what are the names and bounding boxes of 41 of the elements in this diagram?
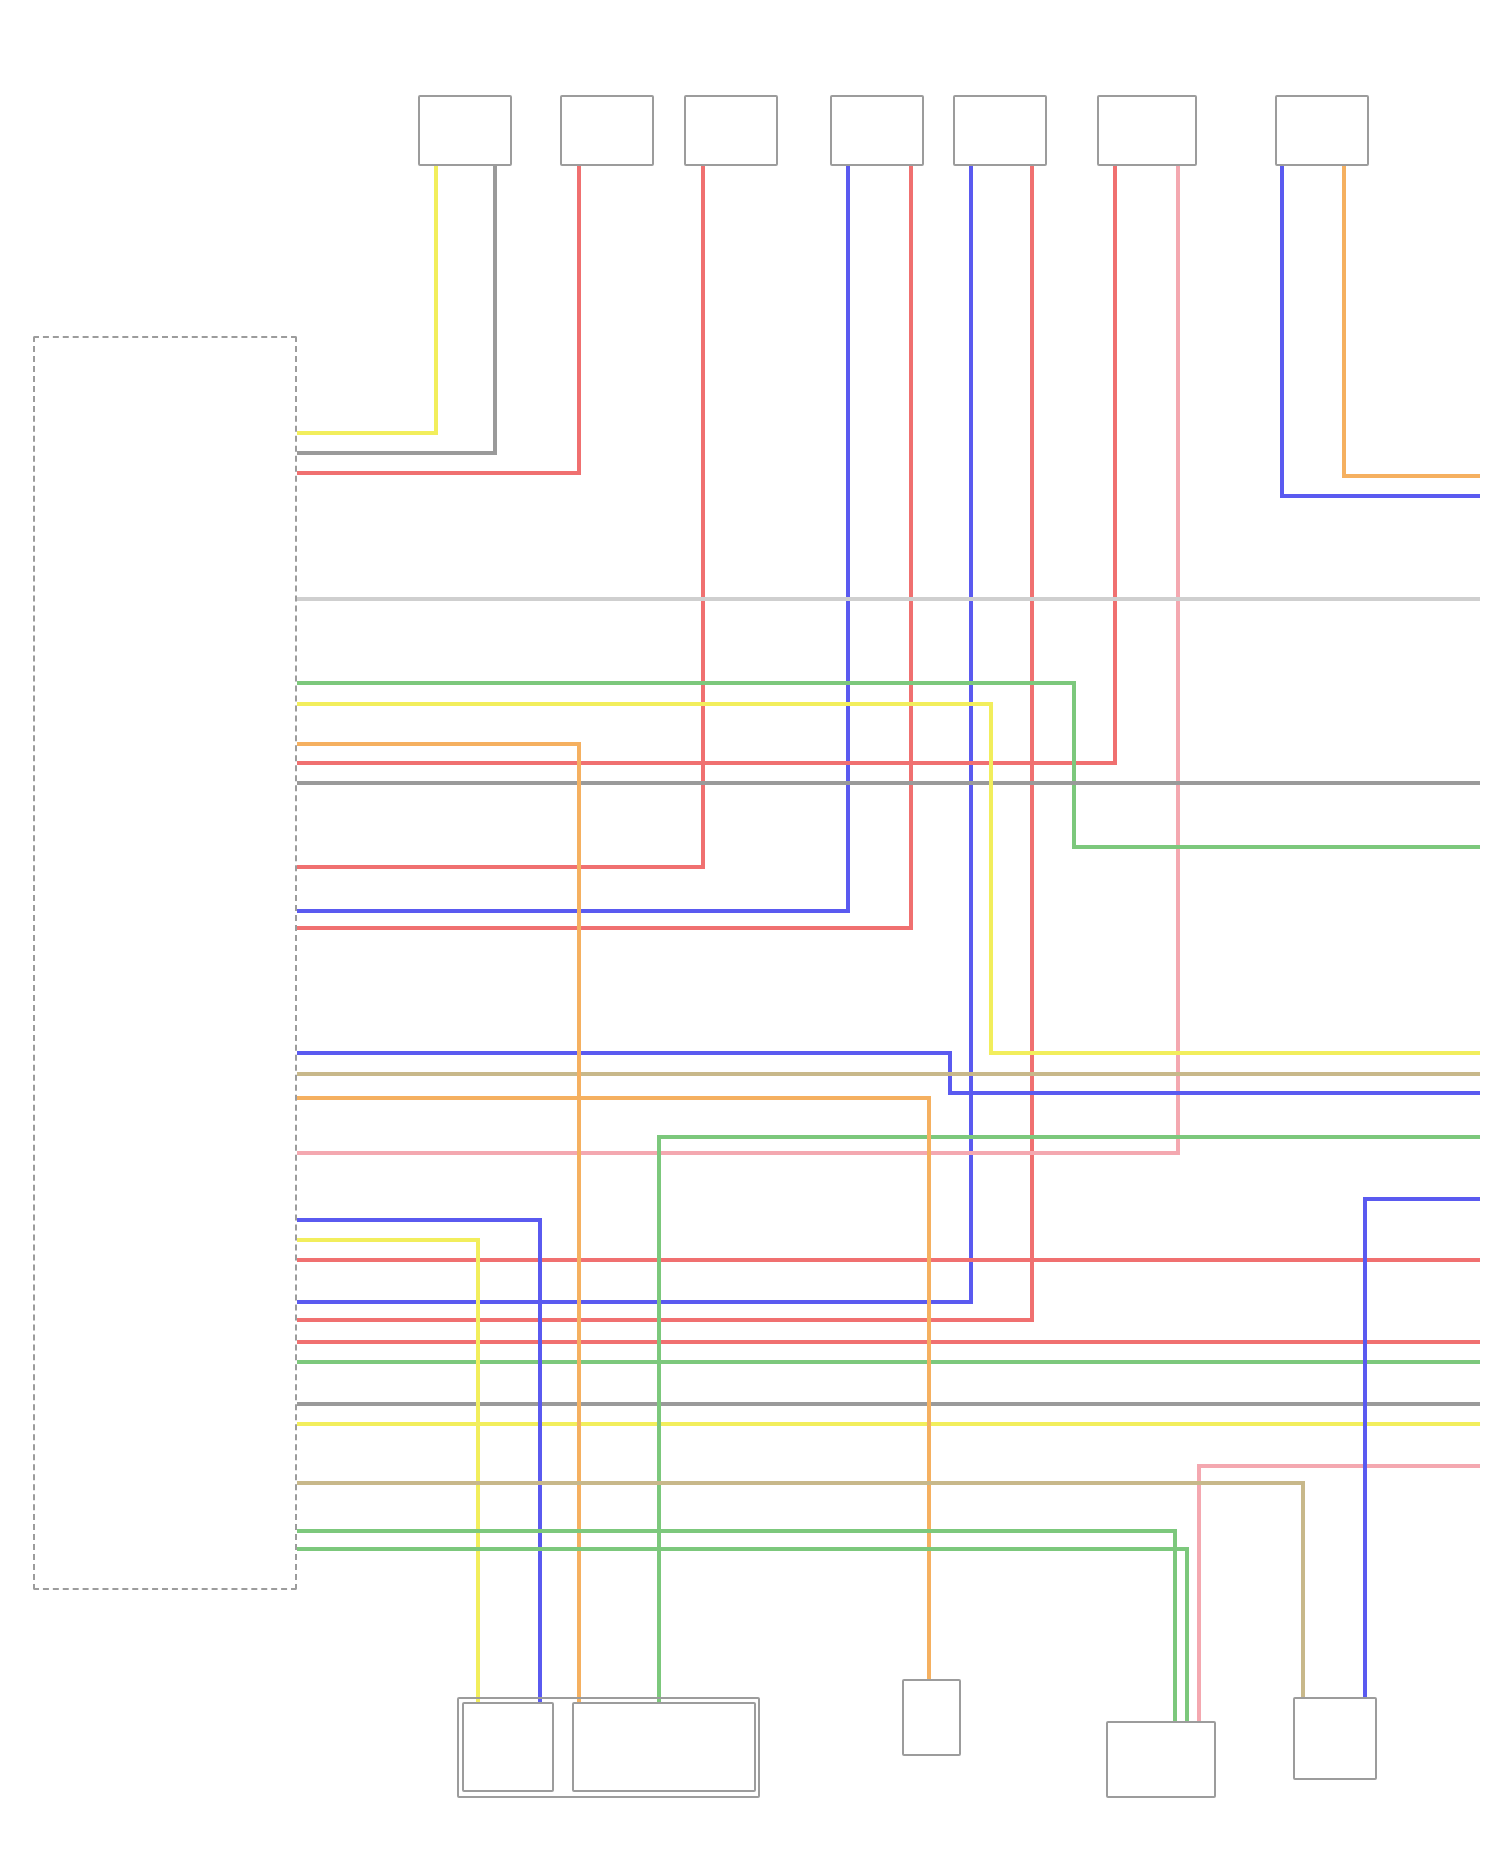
- wire: [297, 742, 581, 1702]
- wire: [1363, 1197, 1480, 1697]
- wire: [297, 1218, 542, 1702]
- sensor-box: [572, 1702, 756, 1792]
- connector-box: [684, 95, 778, 166]
- wire: [297, 781, 1480, 785]
- wire: [657, 1135, 1480, 1702]
- wire: [297, 681, 1480, 849]
- connector-box: [953, 95, 1047, 166]
- connector-box: [418, 95, 512, 166]
- wire: [1342, 166, 1480, 478]
- wire: [297, 166, 581, 475]
- wire: [297, 597, 1480, 601]
- component-housing: [457, 1697, 760, 1798]
- wire: [1197, 1464, 1480, 1721]
- wire: [297, 166, 1117, 765]
- connector-box: [830, 95, 924, 166]
- wire: [297, 702, 1480, 1055]
- connector-box: [1275, 95, 1369, 166]
- wire: [297, 166, 705, 869]
- wire: [297, 1340, 1480, 1344]
- module-box: [1097, 95, 1197, 166]
- wire: [297, 1402, 1480, 1406]
- sensor-box: [1293, 1697, 1377, 1780]
- wire: [297, 1238, 480, 1702]
- motor-box: [462, 1702, 554, 1792]
- wire: [1280, 166, 1480, 498]
- wire: [297, 1096, 931, 1679]
- wire: [297, 1360, 1480, 1364]
- wire: [297, 1051, 1480, 1095]
- wire: [297, 166, 497, 455]
- wire: [297, 166, 438, 435]
- wire: [297, 1258, 1480, 1262]
- switch-box: [902, 1679, 961, 1756]
- control-module-outline: [33, 336, 297, 1590]
- transducer-box: [1106, 1721, 1216, 1798]
- wire: [297, 1072, 1480, 1076]
- wire: [297, 1422, 1480, 1426]
- wire: [297, 166, 1180, 1155]
- connector-box: [560, 95, 654, 166]
- wire: [297, 1481, 1305, 1697]
